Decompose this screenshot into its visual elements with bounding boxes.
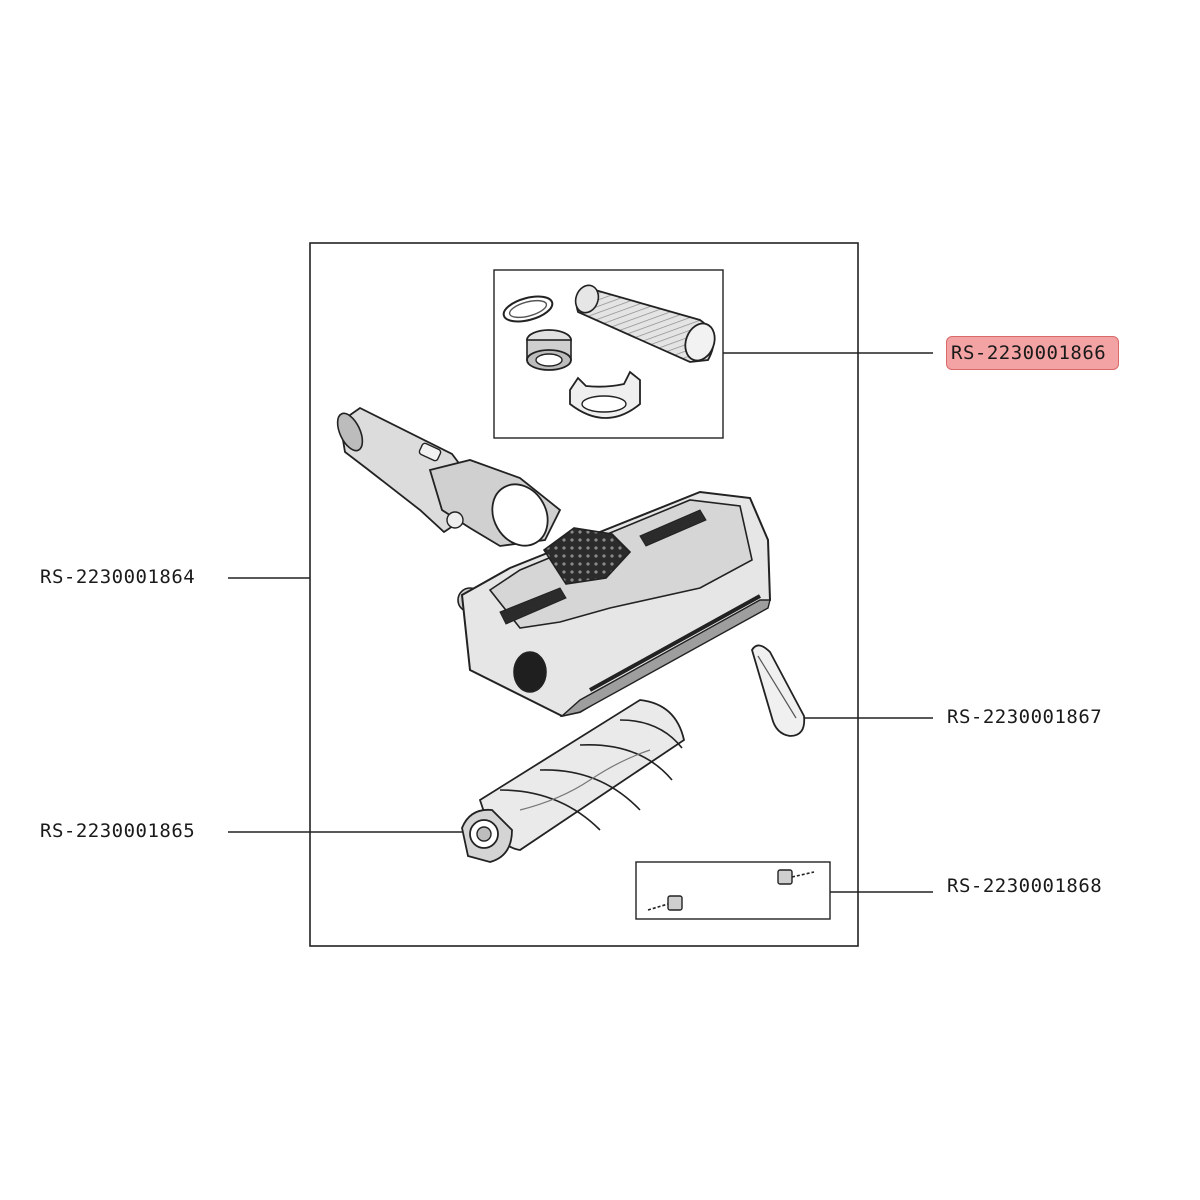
part-label-1865[interactable]: RS-2230001865 <box>40 820 196 842</box>
hose-clip <box>569 370 641 419</box>
part-label-1868[interactable]: RS-2230001868 <box>947 875 1103 897</box>
hose-connector <box>526 329 572 371</box>
hose-kit-box <box>493 269 724 439</box>
nozzle-housing <box>336 406 772 718</box>
seal-ring <box>502 295 554 323</box>
part-label-1867[interactable]: RS-2230001867 <box>947 706 1103 728</box>
brush-roll <box>461 699 686 863</box>
flexible-hose <box>574 284 716 363</box>
part-label-1864[interactable]: RS-2230001864 <box>40 566 196 588</box>
drive-belt <box>751 644 806 737</box>
screws <box>647 869 815 911</box>
screws-box <box>635 861 831 920</box>
part-label-1866[interactable]: RS-2230001866 <box>946 336 1120 370</box>
main-frame <box>309 242 859 947</box>
